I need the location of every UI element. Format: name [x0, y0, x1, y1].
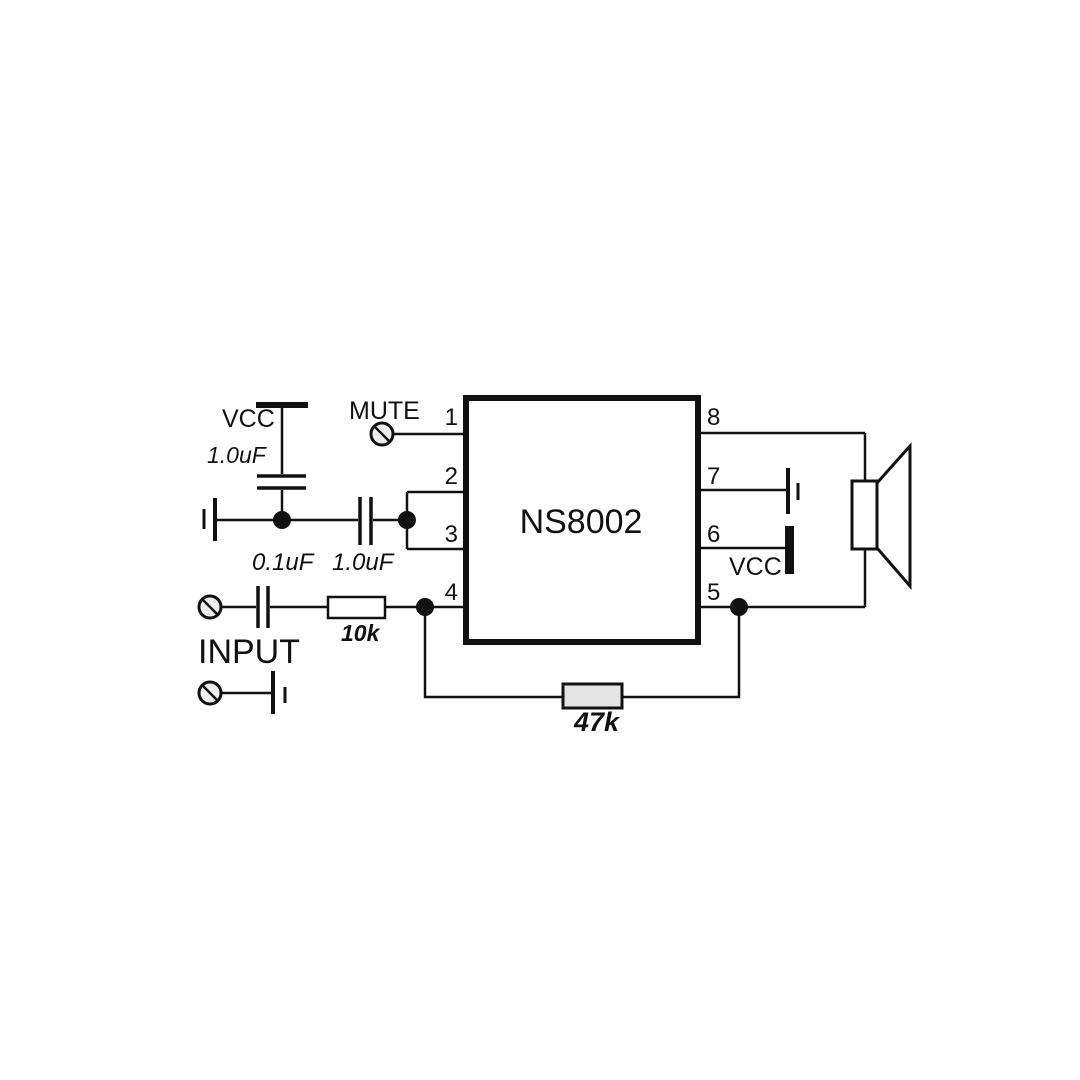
feedback-resistor-icon [561, 682, 624, 710]
input-resistor-value: 10k [341, 620, 381, 646]
reference-branch: 0.1uF 1.0uF [217, 490, 466, 576]
pin-number-4: 4 [445, 579, 458, 606]
ic-ns8002: NS8002 1 2 3 4 8 7 6 5 [445, 395, 720, 645]
pin6-vcc-branch: VCC [698, 526, 794, 581]
vcc-right-label: VCC [729, 553, 782, 581]
input-connector-slash-icon [201, 598, 219, 616]
feedback-resistor-value: 47k [573, 707, 621, 737]
pin-number-2: 2 [445, 463, 458, 490]
ground-top-left [202, 498, 217, 541]
pin-number-6: 6 [707, 521, 720, 548]
output-branch [698, 431, 912, 616]
input-resistor-icon [326, 595, 387, 620]
pin-number-5: 5 [707, 579, 720, 606]
pin-number-1: 1 [445, 404, 458, 431]
input-label: INPUT [198, 633, 300, 671]
pin-number-8: 8 [707, 404, 720, 431]
vcc-power-bar [785, 526, 794, 574]
bypass-cap-value: 1.0uF [207, 442, 268, 468]
vcc-top-label: VCC [222, 405, 275, 433]
input-branch: 10k INPUT [197, 586, 466, 671]
feedback-branch: 47k [423, 607, 741, 737]
ic-part-number: NS8002 [520, 503, 643, 541]
pin2-pin3-bracket-wire [405, 490, 466, 551]
pin-number-7: 7 [707, 463, 720, 490]
junction-dot [273, 511, 291, 529]
feedback-wire [423, 607, 741, 699]
input-ground-branch [197, 671, 287, 714]
reference-cap-value: 0.1uF [252, 549, 315, 576]
speaker-driver-icon [850, 479, 879, 551]
vcc-power-bar [256, 402, 308, 408]
speaker-cone-icon [875, 442, 912, 591]
mute-branch: MUTE [349, 397, 466, 447]
junction-dot [730, 598, 748, 616]
coupling-cap-value: 1.0uF [332, 549, 395, 576]
vcc-supply-branch: VCC 1.0uF [207, 402, 308, 520]
input-gnd-connector-slash-icon [201, 684, 219, 702]
pin-number-3: 3 [445, 521, 458, 548]
pin7-ground-branch [698, 468, 800, 514]
mute-connector-slash-icon [373, 425, 391, 443]
ic-body [463, 395, 701, 645]
mute-label: MUTE [349, 397, 420, 425]
